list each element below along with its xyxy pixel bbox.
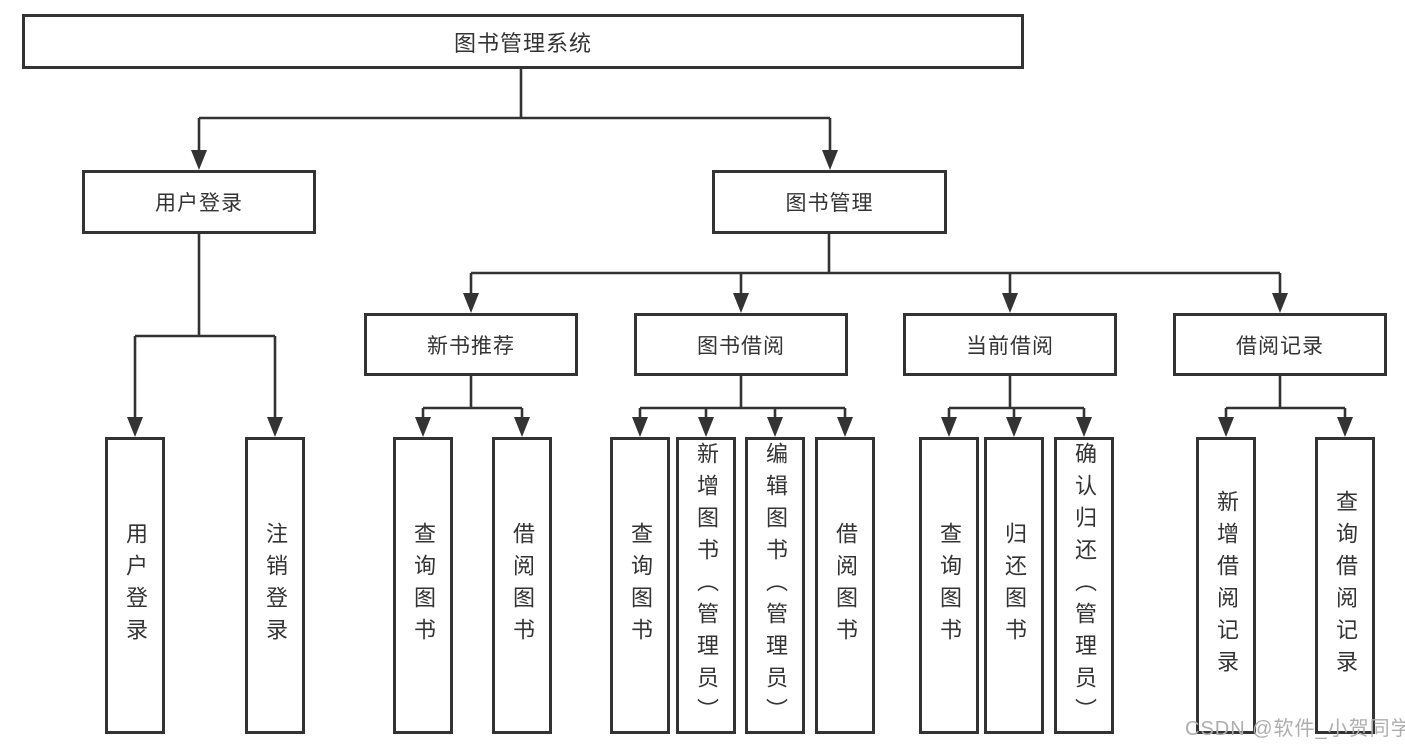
leaf-query-books-recommend: 查询图书 xyxy=(393,437,453,734)
leaf-user-login: 用户登录 xyxy=(105,437,165,734)
leaf-logout: 注销登录 xyxy=(245,437,305,734)
leaf-label: 用户登录 xyxy=(123,521,148,650)
node-library-management-system: 图书管理系统 xyxy=(22,14,1024,69)
leaf-edit-books-admin: 编辑图书（管理员） xyxy=(745,437,805,734)
node-new-book-recommendation: 新书推荐 xyxy=(364,313,578,376)
csdn-watermark: CSDN @软件_小贺同学 xyxy=(1185,718,1405,740)
leaf-label: 新增借阅记录 xyxy=(1214,489,1239,682)
connector-paths xyxy=(133,69,1347,424)
leaf-return-books: 归还图书 xyxy=(984,437,1044,734)
leaf-label: 借阅图书 xyxy=(510,521,535,650)
leaf-label: 归还图书 xyxy=(1002,521,1027,650)
leaf-label: 确认归还（管理员） xyxy=(1072,441,1097,730)
leaf-confirm-return-admin: 确认归还（管理员） xyxy=(1054,437,1114,734)
leaf-label: 借阅图书 xyxy=(833,521,858,650)
leaf-label: 新增图书（管理员） xyxy=(694,441,719,730)
node-book-borrowing: 图书借阅 xyxy=(634,313,848,376)
leaf-borrow-books: 借阅图书 xyxy=(815,437,875,734)
leaf-query-books-current: 查询图书 xyxy=(919,437,979,734)
arrowheads xyxy=(127,150,1353,437)
leaf-label: 查询图书 xyxy=(628,521,653,650)
node-user-login: 用户登录 xyxy=(82,170,316,234)
leaf-label: 查询借阅记录 xyxy=(1333,489,1358,682)
node-borrowing-records: 借阅记录 xyxy=(1173,313,1387,376)
leaf-label: 编辑图书（管理员） xyxy=(763,441,788,730)
leaf-borrow-books-recommend: 借阅图书 xyxy=(492,437,552,734)
node-book-management: 图书管理 xyxy=(712,170,947,234)
leaf-label: 查询图书 xyxy=(937,521,962,650)
leaf-label: 注销登录 xyxy=(263,521,288,650)
leaf-add-books-admin: 新增图书（管理员） xyxy=(676,437,736,734)
node-current-borrowing: 当前借阅 xyxy=(903,313,1117,376)
leaf-label: 查询图书 xyxy=(411,521,436,650)
leaf-query-borrow-record: 查询借阅记录 xyxy=(1315,437,1375,734)
leaf-add-borrow-record: 新增借阅记录 xyxy=(1196,437,1256,734)
leaf-query-books-borrowing: 查询图书 xyxy=(610,437,670,734)
